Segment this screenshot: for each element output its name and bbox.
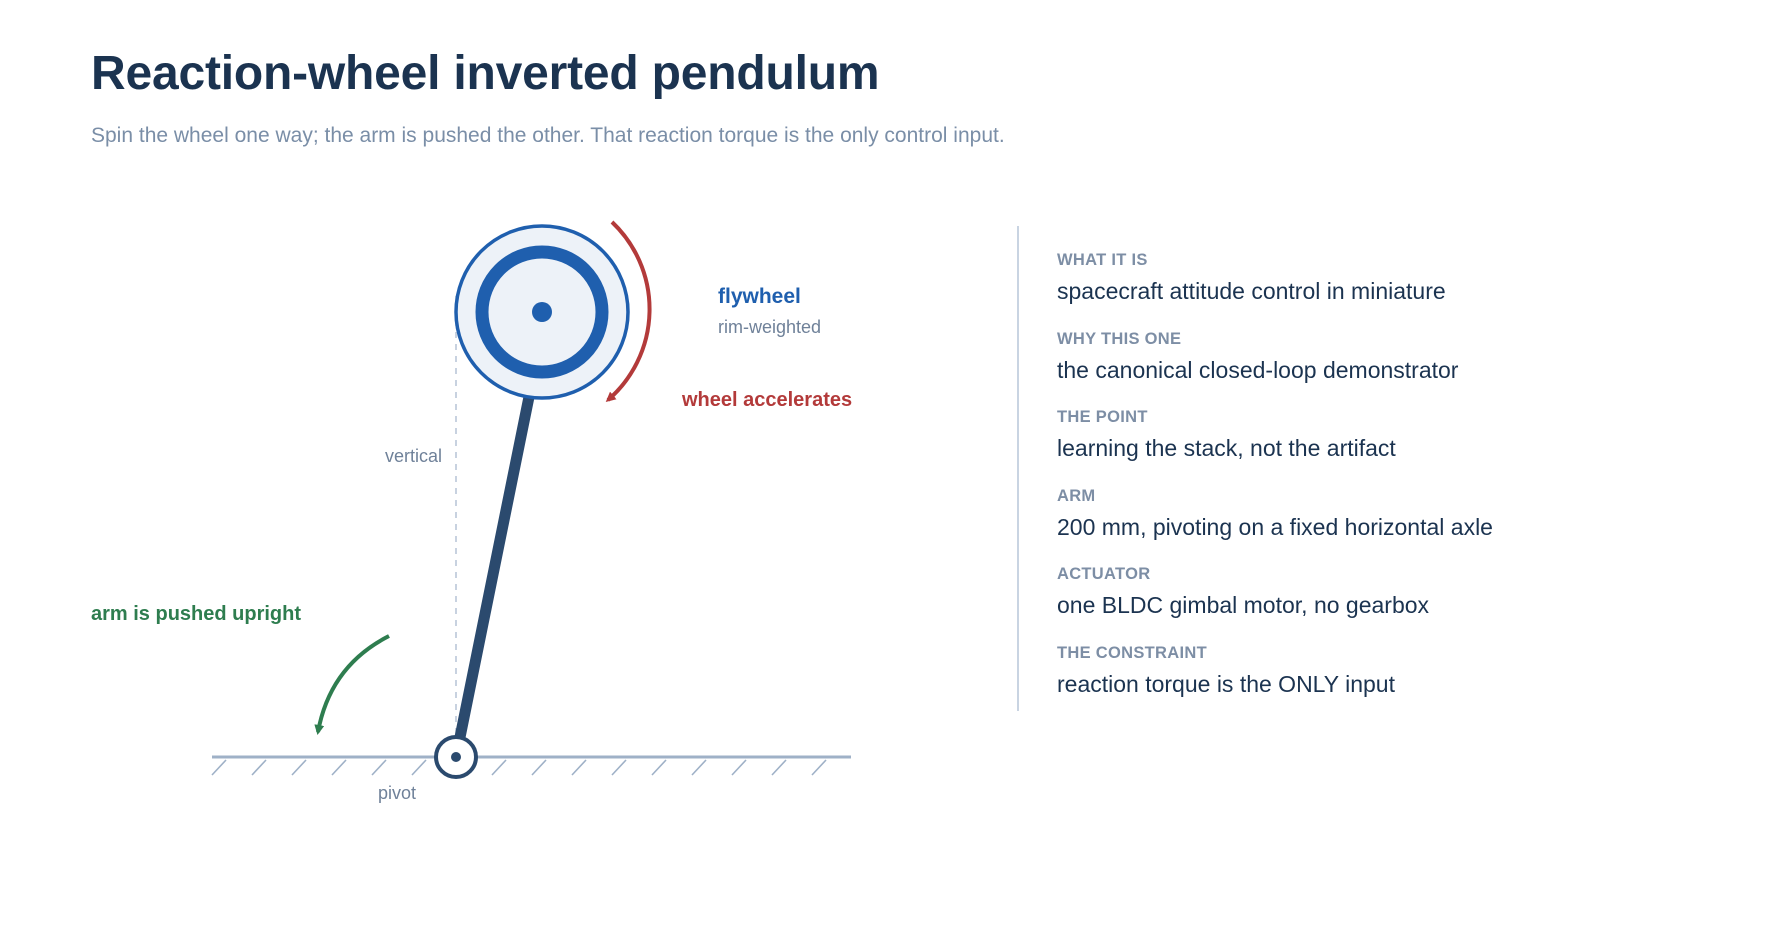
fact-arm: ARM 200 mm, pivoting on a fixed horizont… — [1057, 486, 1697, 565]
pendulum-diagram: flywheel rim-weighted wheel accelerates … — [91, 220, 852, 803]
fact-value: one BLDC gimbal motor, no gearbox — [1057, 592, 1430, 618]
fact-label: THE CONSTRAINT — [1057, 643, 1207, 662]
wheel-accelerates-label: wheel accelerates — [681, 389, 852, 411]
pendulum-arm — [450, 386, 536, 763]
fact-value: spacecraft attitude control in miniature — [1057, 278, 1446, 304]
fact-value: learning the stack, not the artifact — [1057, 435, 1396, 461]
flywheel-label: flywheel — [718, 285, 801, 308]
fact-value: 200 mm, pivoting on a fixed horizontal a… — [1057, 513, 1493, 540]
facts-list: WHAT IT IS spacecraft attitude control i… — [1057, 250, 1697, 721]
wheel-rotation-arrow — [605, 220, 652, 402]
arm-push-arrow — [314, 634, 390, 735]
fact-value: reaction torque is the ONLY input — [1057, 670, 1395, 697]
page-subtitle: Spin the wheel one way; the arm is pushe… — [91, 124, 1005, 147]
vertical-label: vertical — [385, 446, 442, 466]
pivot-label: pivot — [378, 783, 416, 803]
ground — [211, 755, 851, 776]
fact-label: ARM — [1057, 486, 1096, 505]
arm-pushed-label: arm is pushed upright — [91, 603, 301, 625]
divider — [1017, 226, 1019, 711]
fact-label: THE POINT — [1057, 408, 1148, 426]
fact-label: WHY THIS ONE — [1057, 329, 1182, 348]
fact-why-this-one: WHY THIS ONE the canonical closed-loop d… — [1057, 329, 1697, 408]
fact-the-point: THE POINT learning the stack, not the ar… — [1057, 407, 1697, 486]
flywheel — [454, 224, 630, 400]
fact-the-constraint: THE CONSTRAINT reaction torque is the ON… — [1057, 643, 1697, 722]
page-title: Reaction-wheel inverted pendulum — [91, 47, 880, 100]
flywheel-sublabel: rim-weighted — [718, 317, 821, 337]
fact-value: the canonical closed-loop demonstrator — [1057, 356, 1459, 383]
pivot — [434, 735, 478, 779]
fact-actuator: ACTUATOR one BLDC gimbal motor, no gearb… — [1057, 564, 1697, 643]
fact-what-it-is: WHAT IT IS spacecraft attitude control i… — [1057, 250, 1697, 329]
fact-label: ACTUATOR — [1057, 565, 1151, 583]
fact-label: WHAT IT IS — [1057, 251, 1148, 269]
